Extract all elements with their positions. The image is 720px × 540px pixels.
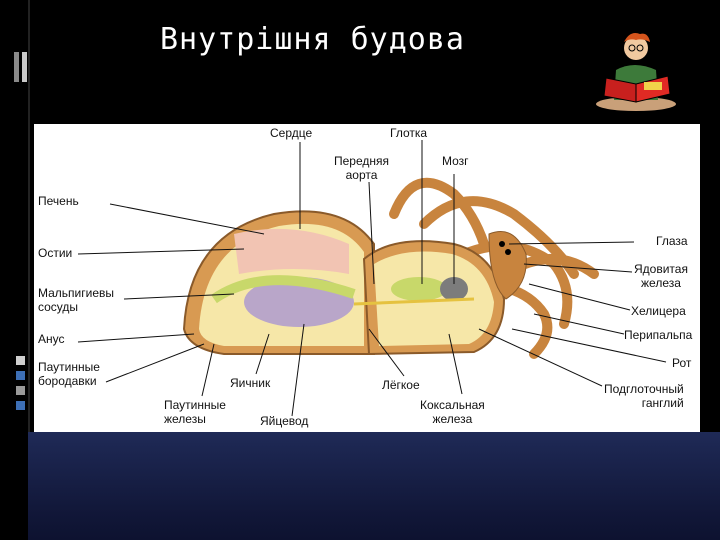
- label-legkoe: Лёгкое: [382, 378, 420, 392]
- left-divider-line: [28, 0, 30, 540]
- label-glaza: Глаза: [656, 234, 688, 248]
- brain: [440, 277, 468, 301]
- label-peripalpa: Перипальпа: [624, 328, 693, 342]
- label-perednyaya-aorta: Передняя аорта: [334, 154, 390, 182]
- label-mozg: Мозг: [442, 154, 469, 168]
- chelicera: [488, 231, 527, 300]
- label-malpigievy: Мальпигиевы сосуды: [38, 286, 115, 314]
- label-yadovitaya: Ядовитая железа: [634, 262, 688, 290]
- pharynx-stomach: [391, 277, 447, 301]
- gut: [211, 275, 356, 304]
- label-koksalnaya: Коксальная железа: [420, 398, 485, 426]
- label-pautinnye-zhelezy: Паутинные железы: [164, 398, 226, 426]
- label-glotka: Глотка: [390, 126, 428, 140]
- decor-squares: [16, 356, 26, 416]
- label-yaichnik: Яичник: [230, 376, 271, 390]
- decor-bars: [14, 52, 28, 82]
- slide-title: Внутрішня будова: [160, 22, 465, 57]
- label-yaicevod: Яйцевод: [260, 414, 309, 428]
- spider-anatomy-figure: Сердце Глотка Передняя аорта Мозг Печень…: [34, 124, 700, 432]
- label-serdce: Сердце: [270, 126, 313, 140]
- heart: [234, 228, 349, 274]
- label-anus: Анус: [38, 332, 65, 346]
- label-pechen: Печень: [38, 194, 79, 208]
- label-pautinnye-borodavki: Паутинные бородавки: [38, 360, 100, 388]
- left-bar: [0, 0, 28, 540]
- reading-student-icon: [596, 33, 676, 111]
- spider-diagram: [77, 140, 667, 417]
- slide-bottom-band: [28, 432, 720, 540]
- label-podglotochny: Подглоточный ганглий: [604, 382, 684, 410]
- pointer-lines: [77, 140, 667, 417]
- label-ostii: Остии: [38, 246, 73, 260]
- label-helicera: Хелицера: [631, 304, 686, 318]
- label-rot: Рот: [672, 356, 692, 370]
